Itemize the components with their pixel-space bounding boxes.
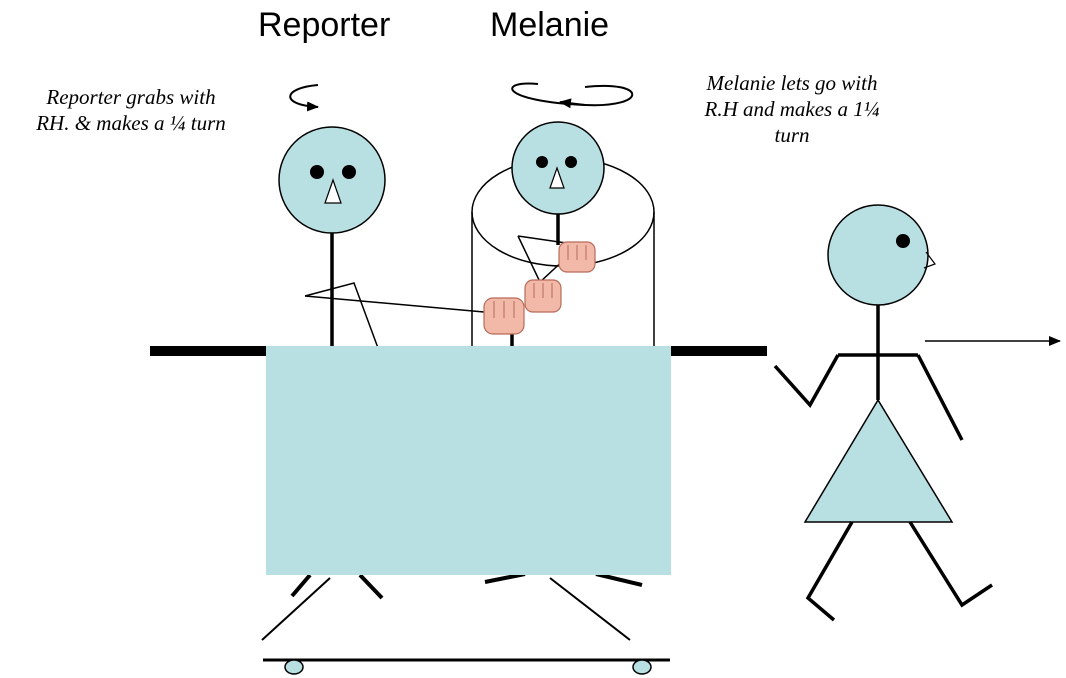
cart-wheel-left [285,660,303,674]
cart-wheel-right [633,660,651,674]
rotation-arrow-icon [290,85,318,107]
reporter-figure [279,127,484,348]
reporter-eye-left [310,165,324,179]
fist-icon [525,280,561,312]
cart-frame [262,574,670,674]
walking-figure-head [828,205,928,305]
reporter-eye-right [342,165,356,179]
fist-icon [484,298,524,334]
fist-icon [559,242,595,272]
melanie-head [512,122,604,214]
reporter-head [279,127,385,233]
walking-figure-eye [896,234,910,248]
walking-figure [775,205,992,620]
melanie-figure [512,122,604,348]
melanie-eye-right [565,156,577,168]
melanie-eye-left [536,156,548,168]
reporter-arm-bent [305,283,378,348]
walking-figure-skirt [805,400,952,522]
cart-body [266,346,671,575]
rotation-arrow-icon [512,83,632,105]
